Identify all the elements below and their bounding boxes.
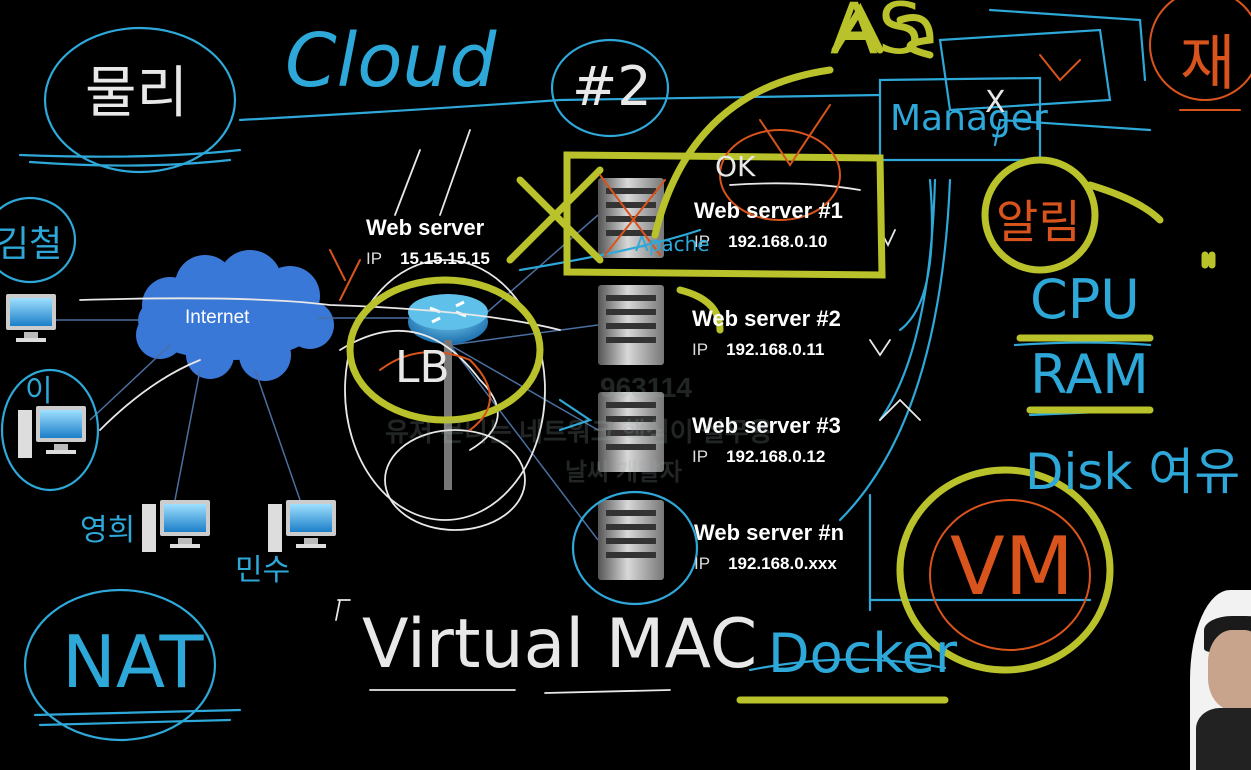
hw-virtual-mac: Virtual MAC [362,605,758,684]
hw-disk: Disk 여유 [1025,443,1241,501]
hw-physical: 물리 [85,61,189,126]
hw-pc-min: 민수 [235,553,291,588]
hw-pc-young: 영희 [80,513,136,548]
hw-lb: LB [395,342,450,393]
web-server-3-title: Web server #3 [692,413,841,438]
web-server-1-ip: IP 192.168.0.10 [694,232,827,252]
network-links [55,214,599,541]
yellow-ink-strokes [346,2,1216,704]
ip-value: 15.15.15.15 [400,249,490,268]
ip-key: IP [366,249,383,268]
lb-pillar [444,340,452,490]
hw-apache: Apache [635,232,710,256]
top-web-server-title: Web server [366,215,485,240]
hw-hash2: #2 [572,55,652,118]
hw-ram: RAM [1030,343,1149,406]
hw-cloud: Cloud [285,18,497,104]
watermark-line1: 유저 몬니는 네트워크 핵심이 실무용 [385,417,773,447]
hw-as: AS [830,0,923,70]
white-ink-strokes [79,129,921,694]
watermark-line2: 날씨 개발자 [565,459,683,486]
web-server-3-ip: IP 192.168.0.12 [692,447,825,467]
web-server-n-title: Web server #n [694,520,845,545]
web-server-n-ip: IP 192.168.0.xxx [694,554,837,574]
watermark-number: 963114 [600,372,692,403]
hw-pc-lee: 이 [25,374,53,409]
web-server-2-ip: IP 192.168.0.11 [692,340,824,360]
hw-vm: VM [950,520,1074,613]
ip-value: 192.168.0.xxx [728,554,837,573]
ip-key: IP [692,447,709,466]
top-web-server-ip: IP 15.15.15.15 [366,249,490,269]
orange-ink-strokes [329,0,1251,651]
hw-nat: NAT [62,620,204,704]
router-icon [408,294,488,344]
pc-icons [6,294,336,552]
web-server-1-title: Web server #1 [694,198,843,223]
presenter-face [1208,630,1251,710]
ip-key: IP [694,554,711,573]
hw-top-right: 재 [1180,29,1236,99]
hw-manager: Manager [890,98,1048,139]
hw-x-mark: X [985,85,1006,120]
ip-value: 192.168.0.11 [726,340,825,359]
hw-alert: 알림 [996,195,1081,249]
presenter-shirt [1196,708,1251,770]
ip-value: 192.168.0.12 [726,447,826,466]
internet-label: Internet [185,307,250,328]
hw-docker: Docker [768,622,958,685]
hw-ok: OK [715,150,756,183]
hw-pc-kim: 김철 [0,224,63,265]
ip-key: IP [694,232,711,251]
ip-value: 192.168.0.10 [728,232,828,251]
web-server-2-title: Web server #2 [692,306,841,331]
ip-key: IP [692,340,709,359]
hw-cpu: CPU [1030,268,1140,331]
